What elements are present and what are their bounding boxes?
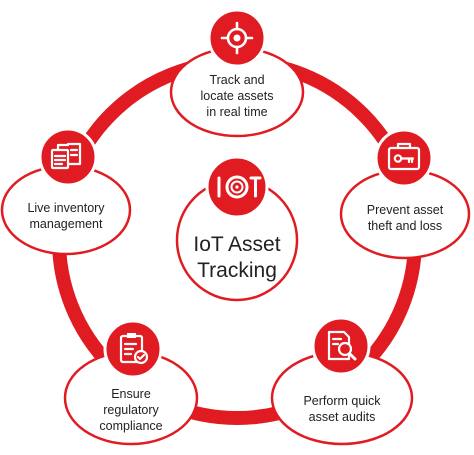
node-comply-line3: compliance (99, 419, 162, 433)
node-inventory: Live inventory management (0, 127, 132, 256)
node-track-line3: in real time (206, 105, 267, 119)
boxes-inventory-icon (50, 142, 82, 170)
node-audit-line2: asset audits (309, 410, 376, 424)
node-track-line1: Track and (209, 73, 264, 87)
target-icon (220, 21, 254, 55)
center-title-line2: Tracking (197, 259, 277, 282)
node-prevent-line2: theft and loss (368, 219, 442, 233)
node-comply-line2: regulatory (103, 403, 159, 417)
node-comply: Ensure regulatory compliance (63, 319, 199, 446)
iot-logo-icon (217, 175, 262, 199)
node-prevent-line1: Prevent asset (367, 203, 444, 217)
center-title-line1: IoT Asset (193, 233, 280, 256)
node-audit: Perform quick asset audits (270, 316, 414, 446)
node-audit-line1: Perform quick (303, 394, 381, 408)
node-inventory-line1: Live inventory (27, 201, 105, 215)
clipboard-check-icon (119, 333, 149, 365)
node-comply-line1: Ensure (111, 387, 151, 401)
center-hub: IoT Asset Tracking (175, 155, 299, 302)
briefcase-key-icon (387, 142, 421, 171)
node-track-line2: locate assets (201, 89, 274, 103)
document-magnifier-icon (327, 330, 357, 361)
node-inventory-line2: management (30, 217, 103, 231)
node-prevent: Prevent asset theft and loss (339, 128, 471, 260)
node-track: Track and locate assets in real time (169, 8, 305, 138)
